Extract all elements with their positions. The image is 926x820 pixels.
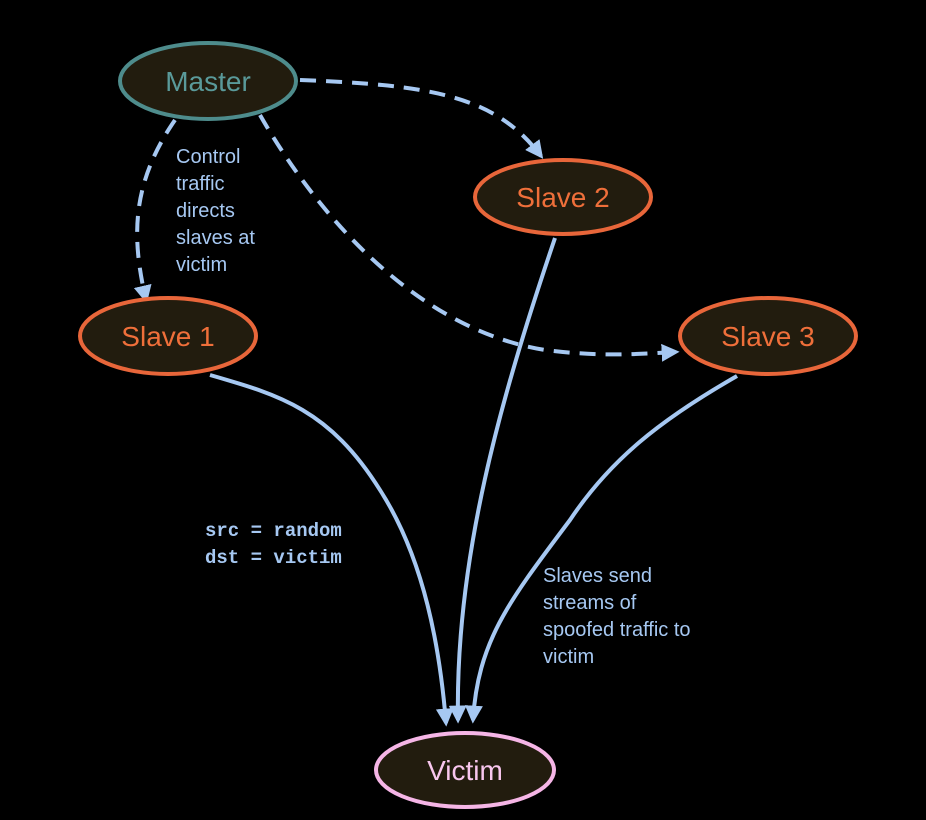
control-edge-master-slave2 bbox=[299, 78, 544, 159]
control-note: Control traffic directs slaves at victim bbox=[176, 146, 261, 276]
node-slave2-label: Slave 2 bbox=[516, 182, 609, 213]
node-slave1-shape bbox=[78, 296, 258, 376]
control-note-line: victim bbox=[176, 254, 227, 276]
packet-field-src: src = random bbox=[205, 520, 342, 542]
node-slave2-shape bbox=[473, 158, 653, 236]
attack-edge-slave2-victim bbox=[448, 237, 557, 724]
attack-note-line: streams of bbox=[543, 592, 637, 614]
packet-fields: src = random dst = victim bbox=[205, 520, 353, 569]
node-slave1: Slave 1 bbox=[78, 296, 258, 376]
packet-field-dst: dst = victim bbox=[205, 547, 342, 569]
attack-edge-slave3-victim bbox=[464, 374, 738, 724]
node-master: Master bbox=[118, 41, 298, 121]
node-victim-shape bbox=[374, 731, 556, 809]
control-edge-master-slave1 bbox=[133, 118, 177, 304]
attack-note-line: Slaves send bbox=[543, 565, 652, 587]
control-note-line: traffic bbox=[176, 173, 225, 195]
control-note-line: Control bbox=[176, 146, 240, 168]
node-victim: Victim bbox=[374, 731, 556, 809]
node-slave2: Slave 2 bbox=[473, 158, 653, 236]
node-slave1-label: Slave 1 bbox=[121, 321, 214, 352]
node-slave3-shape bbox=[678, 296, 858, 376]
control-edge-master-slave3 bbox=[258, 114, 680, 362]
node-slave3-label: Slave 3 bbox=[721, 321, 814, 352]
node-master-shape bbox=[118, 41, 298, 121]
attack-note: Slaves send streams of spoofed traffic t… bbox=[543, 565, 696, 668]
node-slave3: Slave 3 bbox=[678, 296, 858, 376]
node-victim-label: Victim bbox=[427, 755, 503, 786]
attack-note-line: victim bbox=[543, 646, 594, 668]
control-note-line: directs bbox=[176, 200, 235, 222]
attack-edge-slave1-victim bbox=[209, 373, 454, 727]
attack-note-line: spoofed traffic to bbox=[543, 619, 691, 641]
control-note-line: slaves at bbox=[176, 227, 255, 249]
node-master-label: Master bbox=[165, 66, 251, 97]
